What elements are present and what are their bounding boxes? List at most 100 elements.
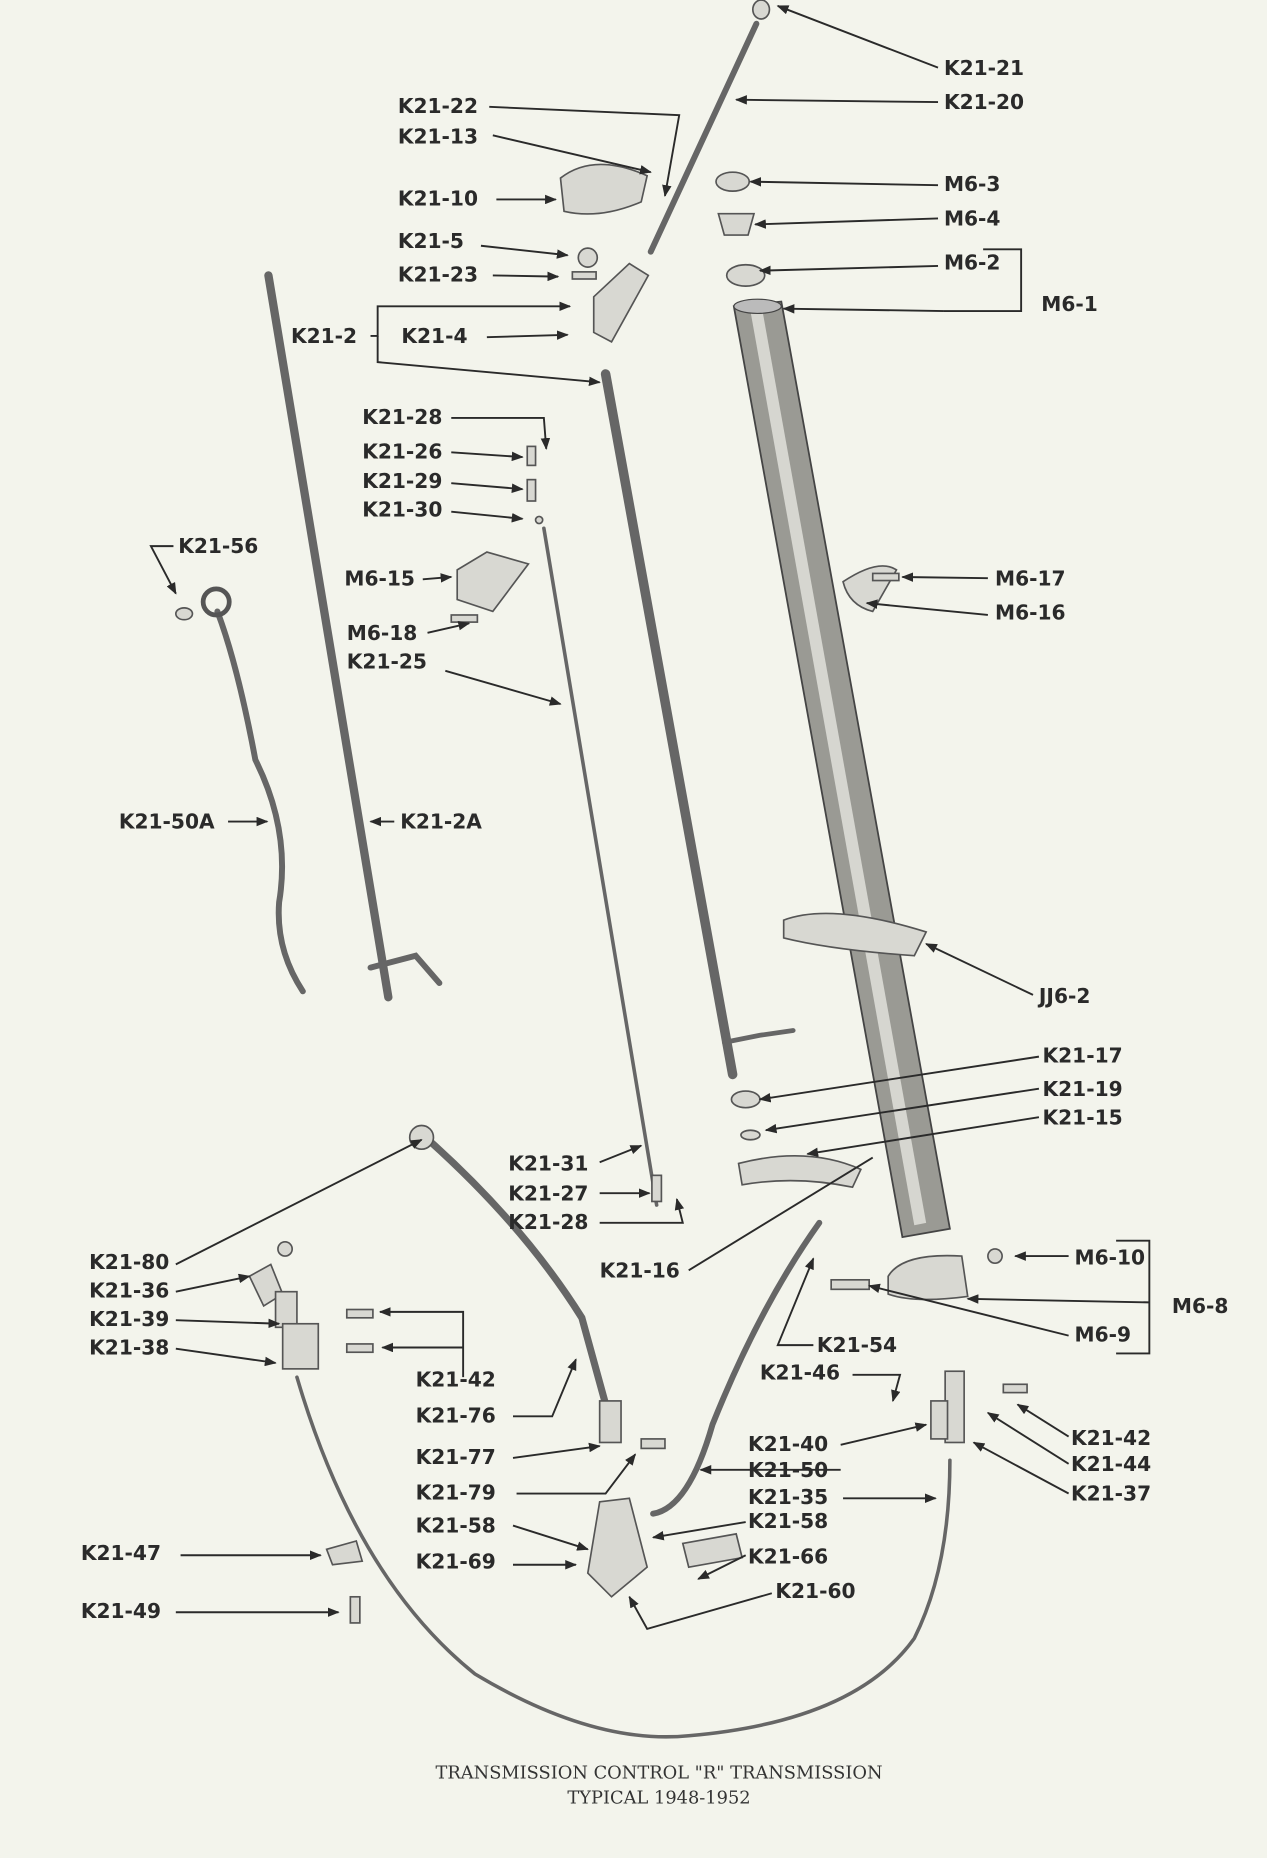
bearing-m6-2 [725,263,766,287]
washer-stack [277,1241,294,1257]
callout-k21-69: K21-69 [416,1549,496,1573]
leader-line [512,1524,589,1551]
callout-m6-9: M6-9 [1075,1323,1132,1347]
plate-jj6-2 [782,912,928,957]
callout-k21-4: K21-4 [401,324,467,348]
leader-line [754,217,939,229]
leader-line [445,669,562,706]
leader-line [492,134,652,175]
rod-k21-25 [542,526,659,1207]
leader-line [651,1521,746,1541]
callout-k21-5: K21-5 [398,229,464,253]
spring-k21-17 [730,1090,761,1109]
leader-line [852,1373,902,1403]
callout-k21-21: K21-21 [944,56,1024,80]
callout-k21-16: K21-16 [600,1258,680,1282]
lever-k21-80 [418,1130,612,1417]
leader-line [427,621,471,634]
lever-k21-69 [586,1497,649,1598]
callout-k21-58a: K21-58 [416,1514,496,1538]
leader-line [758,264,939,276]
leader-line [599,1197,685,1224]
leader-line [175,1138,423,1266]
washer-k21-19 [740,1129,761,1141]
callout-k21-47: K21-47 [81,1541,161,1565]
rod-k21-2a-end [367,952,443,986]
shift-rod-top [647,20,760,255]
shaft-k21-2-arm [721,1028,796,1045]
callout-m6-4: M6-4 [944,207,1001,231]
leader-line [516,1453,637,1495]
spring-k21-40 [930,1400,949,1440]
callout-k21-28b: K21-28 [508,1210,588,1234]
callout-k21-31: K21-31 [508,1152,588,1176]
callout-k21-29: K21-29 [362,469,442,493]
leader-line [764,1087,1040,1134]
leader-line [806,1116,1040,1157]
callout-k21-15: K21-15 [1042,1105,1122,1129]
washer-m6-10 [987,1248,1003,1265]
screw-k21-42a-2 [345,1343,374,1354]
callout-k21-66: K21-66 [748,1545,828,1569]
leader-line [840,1422,928,1446]
leader-line [422,573,453,583]
callout-k21-50: K21-50 [748,1458,828,1482]
callout-k21-13: K21-13 [398,125,478,149]
callout-k21-77: K21-77 [416,1445,496,1469]
leader-line [749,177,939,187]
callout-k21-80: K21-80 [89,1250,169,1274]
callout-k21-27: K21-27 [508,1181,588,1205]
leader-line [175,1347,277,1367]
callout-m6-16: M6-16 [995,601,1066,625]
callout-k21-76: K21-76 [416,1403,496,1427]
screw-k21-23 [571,271,597,280]
callout-m6-17: M6-17 [995,566,1066,590]
screw-k21-42a-1 [345,1308,374,1319]
leader-line [943,248,1023,313]
callout-k21-10: K21-10 [398,186,478,210]
leader-line [901,572,988,582]
leader-line [1016,1403,1070,1438]
callout-k21-35: K21-35 [748,1485,828,1509]
callout-k21-58b: K21-58 [748,1509,828,1533]
callout-k21-30: K21-30 [362,497,442,521]
screw-k21-49 [349,1595,361,1624]
leader-line [868,1283,1069,1337]
rod-k21-50 [650,1219,823,1517]
bushing-m6-4 [717,212,756,236]
screw-m6-9 [830,1278,870,1291]
block-k21-38 [281,1322,320,1370]
leader-line [1116,1239,1151,1355]
ball-k21-30 [534,515,544,525]
callout-k21-28a: K21-28 [362,405,442,429]
callout-k21-20: K21-20 [944,90,1024,114]
leader-line [370,301,572,337]
washer-k21-5 [577,247,599,268]
callout-m6-18: M6-18 [347,621,418,645]
clamp-k21-15 [737,1155,862,1189]
leader-line [376,335,601,387]
leader-line [776,5,939,69]
leader-line [492,271,560,282]
housing-k21-10 [559,163,649,215]
callout-k21-44: K21-44 [1071,1452,1151,1476]
callout-m6-3: M6-3 [944,172,1001,196]
leader-line [697,1554,747,1580]
callout-k21-40: K21-40 [748,1432,828,1456]
caption-line-1: TRANSMISSION CONTROL "R" TRANSMISSION [436,1762,883,1783]
leader-line [486,330,569,340]
callout-k21-17: K21-17 [1042,1044,1122,1068]
callout-k21-79: K21-79 [416,1480,496,1504]
leader-line [865,599,988,616]
cable-k21-35 [295,1375,952,1739]
callout-k21-36: K21-36 [89,1279,169,1303]
leader-line [512,1442,601,1459]
rod-k21-2a [264,271,393,1002]
screw-k21-42b [1002,1383,1028,1394]
callout-k21-39: K21-39 [89,1307,169,1331]
column-tube-highlight [750,309,927,1226]
callout-k21-54: K21-54 [817,1333,897,1357]
callout-k21-37: K21-37 [1071,1482,1151,1506]
leader-line [758,1055,1040,1103]
